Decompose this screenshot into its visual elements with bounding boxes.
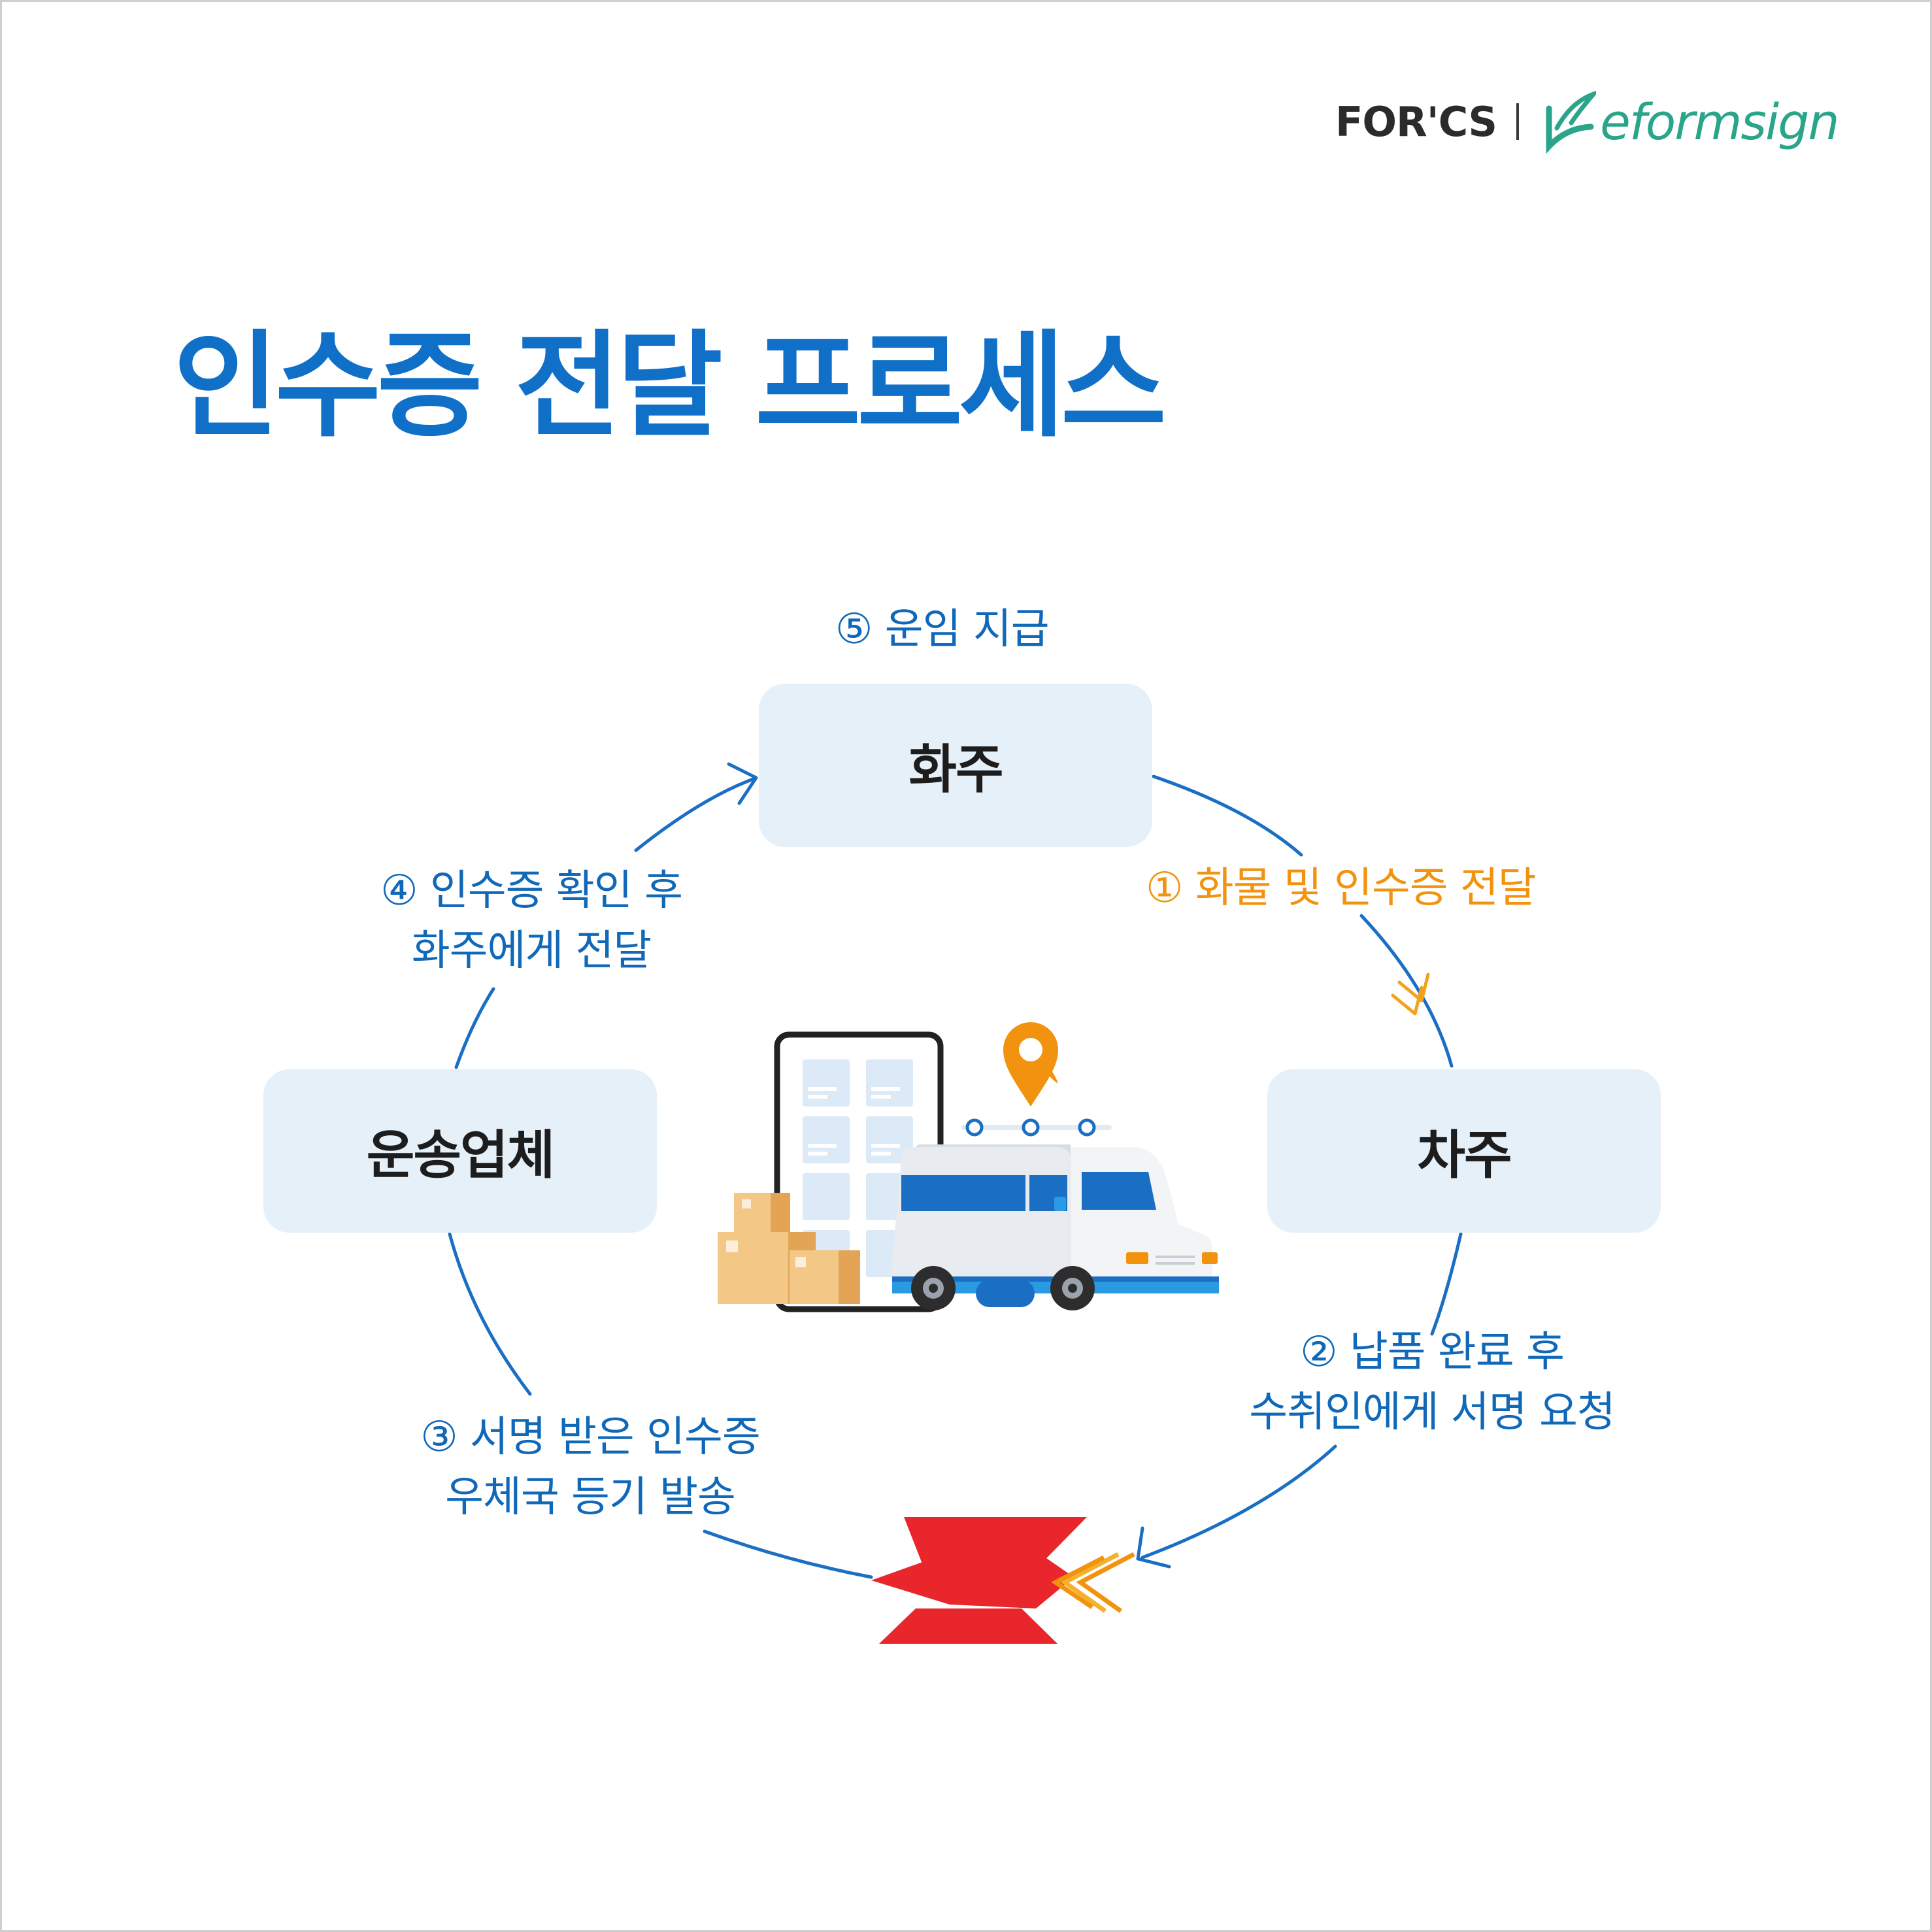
node-shipper: 화주	[759, 684, 1152, 847]
step4-line2: 화주에게 전달	[411, 927, 652, 975]
step4-line1: ④ 인수증 확인 후	[380, 867, 683, 915]
location-pin-icon	[1003, 1022, 1058, 1107]
step3-line2: 우체국 등기 발송	[445, 1473, 736, 1522]
step1-line1: ① 화물 및 인수증 전달	[1146, 864, 1537, 912]
korea-post-logo-icon	[871, 1517, 1135, 1644]
step2-label: ② 납품 완료 후 수취인에게 서명 요청	[1223, 1322, 1641, 1442]
arrowhead-to-shipper-icon	[727, 762, 758, 805]
arc-owner-to-post-a	[1430, 1232, 1463, 1336]
route-dots-icon	[961, 1118, 1112, 1137]
arc-post-to-company-b	[448, 1232, 532, 1396]
step1-label: ① 화물 및 인수증 전달	[1146, 858, 1537, 918]
arrowhead-to-owner-icon	[1397, 973, 1430, 1003]
arrowhead-to-post-icon	[1136, 1526, 1171, 1569]
brand-logo: FOR'CS eformsign	[1335, 79, 1845, 164]
eformsign-logo: eformsign	[1600, 92, 1839, 151]
step5-line1: ⑤ 운임 지급	[835, 605, 1050, 654]
arc-owner-to-post-b	[1141, 1444, 1337, 1559]
node-transport-company: 운송업체	[263, 1069, 657, 1233]
arc-company-to-shipper-b	[634, 776, 757, 852]
forcs-logo: FOR'CS	[1335, 97, 1497, 146]
cargo-boxes-icon	[718, 1193, 860, 1304]
step3-label: ③ 서명 받은 인수증 우체국 등기 발송	[388, 1407, 793, 1527]
arc-shipper-to-owner-b	[1359, 914, 1454, 1068]
arc-post-to-company-a	[703, 1529, 873, 1579]
eformsign-mark-icon	[1546, 90, 1597, 154]
step5-label: ⑤ 운임 지급	[835, 599, 1050, 659]
step3-line1: ③ 서명 받은 인수증	[420, 1413, 761, 1461]
step2-line2: 수취인에게 서명 요청	[1249, 1388, 1616, 1437]
step4-label: ④ 인수증 확인 후 화주에게 전달	[355, 861, 708, 981]
node-carrier-owner: 차주	[1267, 1069, 1661, 1233]
delivery-truck-icon	[891, 1144, 1219, 1310]
arc-company-to-shipper-a	[454, 987, 495, 1069]
arc-shipper-to-owner-a	[1152, 774, 1303, 857]
page-title: 인수증 전달 프로세스	[173, 319, 1167, 453]
logo-divider	[1516, 103, 1520, 140]
step2-line1: ② 납품 완료 후	[1300, 1328, 1565, 1376]
